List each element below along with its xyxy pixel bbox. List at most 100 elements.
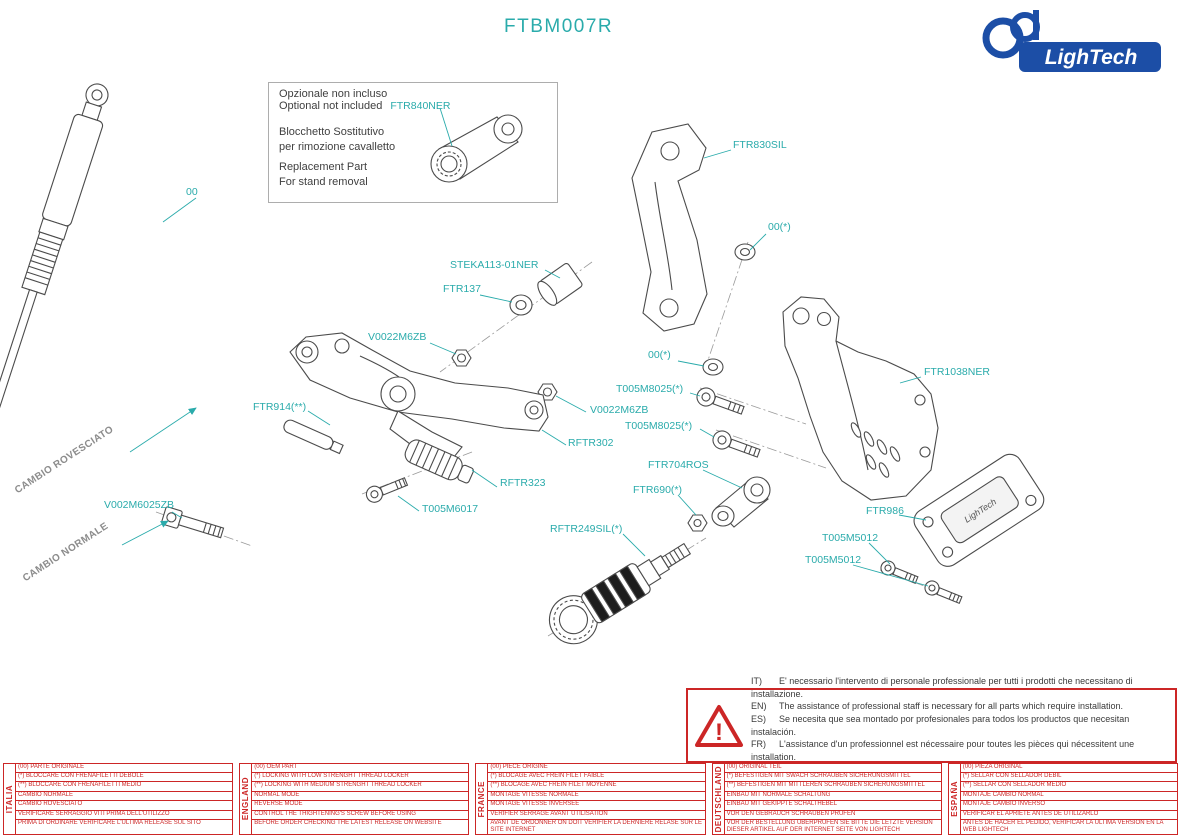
part-v002m6025zb <box>161 506 225 539</box>
legend-country-label: DEUTSCHLAND <box>711 763 725 835</box>
legend-row: MONTAJE CAMBIO NORMAL <box>960 791 1179 801</box>
legend-row: EINBAU MIT GEKIPPTE SCHALTHEBEL <box>724 801 942 811</box>
legend-country-label: ITALIA <box>3 763 16 835</box>
part-label-v0022m6zb: V0022M6ZB <box>368 331 427 343</box>
legend-row: (**) SELLAR CON SELLADOR MEDIO <box>960 782 1179 792</box>
legend-row: AVANT DE ORDONNER ON DOIT VERIFIER LA DE… <box>488 820 706 835</box>
part-rftr249sil <box>548 542 692 645</box>
part-label-t005m8025: T005M8025(*) <box>625 420 693 432</box>
legend-country-label: ENGLAND <box>239 763 253 835</box>
part-ftr986: LighTech <box>913 453 1045 567</box>
legend-row: BEFORE ORDER CHECKING THE LATEST RELEASE… <box>252 820 470 835</box>
part-label-t005m5012: T005M5012 <box>805 554 862 566</box>
legend-row: PRIMA DI ORDINARE VERIFICARE L'ULTIMA RE… <box>16 820 234 835</box>
legend-row: (**) BLOCCARE CON FRENAFILETTI MEDIO <box>16 782 234 792</box>
logo-wordmark: LighTech <box>1045 46 1138 69</box>
warning-line-fr: FR)L'assistance d'un professionnel est n… <box>751 739 1135 762</box>
legend-table-españa: ESPAÑA(00) PIEZA ORIGINAL(*) SELLAR CON … <box>947 763 1179 835</box>
legend-row: VOR DER BESTELLUNG ÜBERPRÜFEN SIE BITTE … <box>724 820 942 835</box>
legend-country-label: FRANCE <box>475 763 489 835</box>
part-label-t005m8025: T005M8025(*) <box>616 383 684 395</box>
warning-line-es: ES)Se necesita que sea montado por profe… <box>751 713 1130 737</box>
legend-row: MONTAGE VITESSE INVERSEE <box>488 801 706 811</box>
legend-table-france: FRANCE(00) PIECE ORIGINE(*) BLOCAGE AVEC… <box>475 763 706 835</box>
legend-row: ANTES DE HACER EL PEDIDO, VERIFICAR LA U… <box>960 820 1179 835</box>
optional-desc-it-2: per rimozione cavalletto <box>279 141 396 153</box>
legend-tables: ITALIA(00) PARTE ORIGINALE(*) BLOCCARE C… <box>0 763 1181 835</box>
part-label-v0022m6zb: V0022M6ZB <box>590 404 649 416</box>
legend-row: (**) BLOCAGE AVEC FREIN FILET MOYENNE <box>488 782 706 792</box>
legend-row: (*) BEFESTIGEN MIT SWACH SCHRAUBEN SICHE… <box>724 772 942 782</box>
part-ftr830sil <box>631 123 708 332</box>
part-v0022m6zb-nuts <box>451 349 558 401</box>
part-oem-bushings <box>702 243 756 376</box>
legend-table-deutschland: DEUTSCHLAND(00) ORIGINAL TEIL(*) BEFESTI… <box>711 763 942 835</box>
legend-row: REVERSE MODE <box>252 801 470 811</box>
part-label-ftr986: FTR986 <box>866 505 904 517</box>
part-label-ftr1038ner: FTR1038NER <box>924 366 990 378</box>
page-title: FTBM007R <box>504 16 614 37</box>
part-label-00: 00(*) <box>768 221 791 233</box>
part-ftr704ros <box>687 476 771 532</box>
part-label-ftr840ner: FTR840NER <box>390 100 451 112</box>
part-t005m5012-bolts <box>880 560 963 605</box>
legend-row: CAMBIO ROVESCIATO <box>16 801 234 811</box>
legend-row: (*) BLOCAGE AVEC FREIN FILET FAIBLE <box>488 772 706 782</box>
part-label-steka11301ner: STEKA113-01NER <box>450 259 539 271</box>
part-ftr914 <box>283 419 344 455</box>
legend-row: (*) SELLAR CON SELLADOR DEBIL <box>960 772 1179 782</box>
part-label-00: 00(*) <box>648 349 671 361</box>
part-label-ftr914: FTR914(**) <box>253 401 307 413</box>
svg-text:!: ! <box>715 719 723 746</box>
part-label-rftr323: RFTR323 <box>500 477 546 489</box>
part-label-t005m5012: T005M5012 <box>822 532 879 544</box>
legend-row: (00) PARTE ORIGINALE <box>16 763 234 773</box>
legend-row: CAMBIO NORMALE <box>16 791 234 801</box>
leader-lines <box>121 107 929 587</box>
legend-row: VERIFICAR EL APRIETE ANTES DE UTILIZARLO <box>960 810 1179 820</box>
part-t005m6017 <box>365 477 409 503</box>
part-ftr840ner <box>430 114 523 183</box>
optional-note-it: Opzionale non incluso <box>279 88 388 100</box>
legend-row: NORMAL MODE <box>252 791 470 801</box>
legend-row: (*) LOCKING WITH LOW STRENGHT THREAD LOC… <box>252 772 470 782</box>
optional-part-box: Opzionale non incluso Optional not inclu… <box>268 82 558 203</box>
part-label-ftr690: FTR690(*) <box>633 484 683 496</box>
logo-plate <box>1019 42 1161 72</box>
warning-line-en: EN)The assistance of professional staff … <box>751 701 1123 712</box>
optional-note-en: Optional not included <box>279 100 383 112</box>
lightech-logo: LighTech <box>982 10 1161 72</box>
warning-box: ! IT)E' necessario l'intervento di perso… <box>686 676 1177 774</box>
legend-row: MONTAGE VITESSE NORMALE <box>488 791 706 801</box>
legend-row: (00) OEM PART <box>252 763 470 773</box>
legend-row: EINBAU MIT NORMALE SCHALTUNG <box>724 791 942 801</box>
legend-row: VERIFIER SERRAGE AVANT UTILISATION <box>488 810 706 820</box>
part-rftr302 <box>289 332 549 463</box>
legend-row: (**) LOCKING WITH MEDIUM STRENGHT THREAD… <box>252 782 470 792</box>
part-label-ftr704ros: FTR704ROS <box>648 459 709 471</box>
part-steka113-spacer <box>509 262 583 316</box>
part-label-00: 00 <box>186 186 198 198</box>
legend-row: (00) PIECE ORIGINE <box>488 763 706 773</box>
legend-row: VERIFICARE SERRAGGIO VITI PRIMA DELL'UTI… <box>16 810 234 820</box>
legend-country-label: ESPAÑA <box>947 763 961 835</box>
optional-desc-en-1: Replacement Part <box>279 161 368 173</box>
part-shift-rod-assembly <box>0 83 109 468</box>
part-ftr1038ner <box>782 296 939 501</box>
part-label-v002m6025zb: V002M6025ZB <box>104 499 175 511</box>
legend-row: (00) ORIGINAL TEIL <box>724 763 942 773</box>
legend-table-england: ENGLAND(00) OEM PART(*) LOCKING WITH LOW… <box>239 763 470 835</box>
warning-triangle-icon: ! <box>695 705 743 747</box>
part-t005m8025-bolts <box>696 387 761 458</box>
legend-row: (**) BEFESTIGEN MIT MITTLEREN SCHRAUBEN … <box>724 782 942 792</box>
optional-desc-it-1: Blocchetto Sostitutivo <box>279 126 385 138</box>
optional-desc-en-2: For stand removal <box>279 176 368 188</box>
part-rftr323 <box>404 439 474 484</box>
legend-row: (*) BLOCCARE CON FRENAFILETTI DEBOLE <box>16 772 234 782</box>
warning-text: IT)E' necessario l'intervento di persona… <box>751 675 1169 776</box>
legend-table-italia: ITALIA(00) PARTE ORIGINALE(*) BLOCCARE C… <box>3 763 234 835</box>
logo-monogram-icon <box>982 10 1040 59</box>
part-label-t005m6017: T005M6017 <box>422 503 479 515</box>
